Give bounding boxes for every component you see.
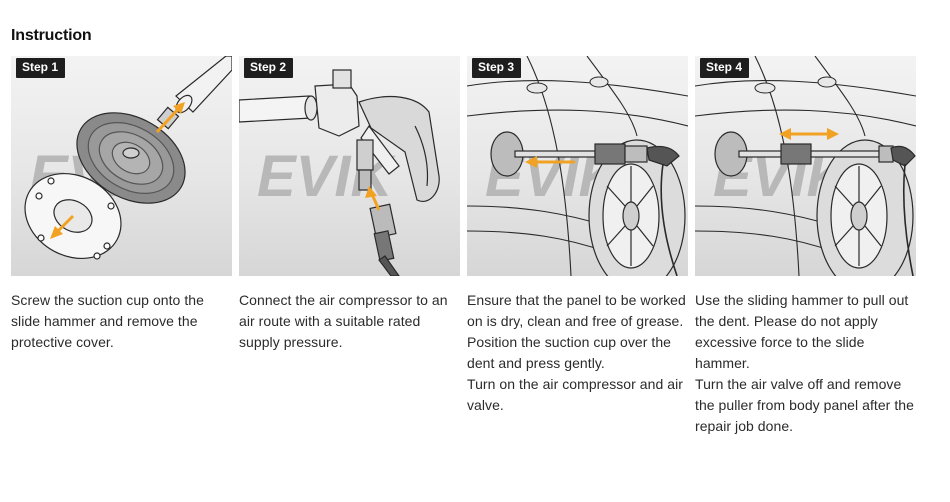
step-2-line-1: Connect the air compressor to an air rou… [239, 292, 448, 350]
step-4-description: Use the sliding hammer to pull out the d… [695, 290, 916, 437]
step-3-illustration: Step 3 EVIK [467, 56, 688, 276]
suction-cup-illustration: EVIK [24, 56, 232, 260]
step-4-illustration: Step 4 EVIK [695, 56, 916, 276]
step-3-badge: Step 3 [472, 58, 522, 78]
step-4-card: Step 4 EVIK [695, 56, 916, 437]
step-1-card: Step 1 EVIK [11, 56, 232, 353]
step-1-line-1: Screw the suction cup onto the slide ham… [11, 292, 204, 350]
step-2-description: Connect the air compressor to an air rou… [239, 290, 460, 353]
step-4-line-2: Turn the air valve off and remove the pu… [695, 376, 914, 434]
car-panel-illustration: EVIK [467, 56, 688, 276]
step-1-description: Screw the suction cup onto the slide ham… [11, 290, 232, 353]
step-2-badge: Step 2 [244, 58, 294, 78]
instruction-heading: Instruction [11, 27, 92, 44]
step-3-line-3: Turn on the air compressor and air valve… [467, 376, 683, 413]
step-1-illustration: Step 1 EVIK [11, 56, 232, 276]
step-2-illustration: Step 2 EVIK [239, 56, 460, 276]
step-1-badge: Step 1 [16, 58, 66, 78]
step-3-description: Ensure that the panel to be worked on is… [467, 290, 688, 416]
step-4-line-1: Use the sliding hammer to pull out the d… [695, 292, 909, 371]
step-3-line-1: Ensure that the panel to be worked on is… [467, 292, 686, 329]
step-4-badge: Step 4 [700, 58, 750, 78]
step-3-line-2: Position the suction cup over the dent a… [467, 334, 671, 371]
air-compressor-illustration: EVIK [239, 69, 440, 276]
step-3-card: Step 3 EVIK [467, 56, 688, 416]
slide-hammer-illustration: EVIK [695, 56, 916, 276]
step-2-card: Step 2 EVIK [239, 56, 460, 353]
